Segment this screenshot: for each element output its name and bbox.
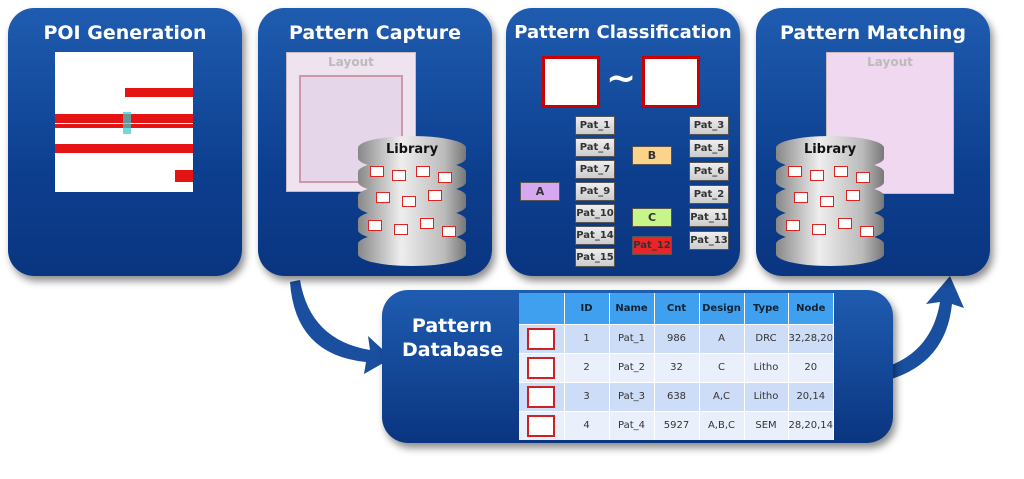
pattern-classification-panel: Pattern Classification ~ A Pat_1 Pat_4 P…: [506, 8, 740, 276]
poi-generation-panel: POI Generation: [8, 8, 242, 276]
pattern-item: Pat_4: [575, 138, 615, 157]
pattern-matching-panel: Pattern Matching Layout Library: [756, 8, 990, 276]
cell: 32: [654, 352, 700, 382]
col-node: Node: [788, 293, 835, 324]
cell: Litho: [744, 352, 789, 382]
pattern-image-a: [542, 56, 600, 108]
pattern-item: Pat_2: [689, 185, 729, 204]
pattern-item: Pat_1: [575, 116, 615, 135]
cell: DRC: [744, 323, 789, 353]
cell: Pat_4: [609, 410, 655, 440]
pattern-capture-panel: Pattern Capture Layout Library: [258, 8, 492, 276]
col-thumb: [519, 293, 565, 324]
cell: A,B,C: [699, 410, 745, 440]
cell: 986: [654, 323, 700, 353]
library-database-icon: Library: [358, 136, 466, 266]
pattern-item: Pat_5: [689, 139, 729, 158]
pattern-item: Pat_15: [575, 248, 615, 267]
col-design: Design: [699, 293, 745, 324]
flow-arrow-to-database: [290, 280, 392, 374]
panel-title: Pattern Matching: [779, 22, 967, 44]
cell: 28,20,14: [788, 410, 835, 440]
pattern-item: Pat_3: [689, 116, 729, 135]
database-title: Pattern Database: [402, 314, 504, 362]
pattern-item: Pat_7: [575, 160, 615, 179]
pattern-item: Pat_6: [689, 162, 729, 181]
cell: 638: [654, 381, 700, 411]
cell: 3: [564, 381, 610, 411]
pattern-database-panel: Pattern Database ID Name Cnt Design Type…: [382, 290, 893, 443]
col-cnt: Cnt: [654, 293, 700, 324]
cell: Pat_2: [609, 352, 655, 382]
group-b: B: [632, 146, 672, 165]
title-line: Database: [402, 339, 504, 361]
pattern-item: Pat_14: [575, 226, 615, 245]
pattern-item: Pat_13: [689, 231, 729, 250]
cell: 5927: [654, 410, 700, 440]
pattern-thumbnail: [527, 385, 556, 408]
cell: 4: [564, 410, 610, 440]
cell: SEM: [744, 410, 789, 440]
cell: 20,14: [788, 381, 835, 411]
pattern-thumbnail: [527, 414, 556, 437]
panel-title: Pattern Capture: [288, 22, 462, 44]
pattern-item: Pat_10: [575, 204, 615, 223]
cell: Pat_3: [609, 381, 655, 411]
pattern-thumbnail: [527, 356, 556, 379]
library-label: Library: [803, 142, 857, 157]
panel-title: Pattern Classification: [514, 22, 732, 43]
outlier-pattern: Pat_12: [632, 236, 672, 255]
layout-label: Layout: [328, 55, 374, 69]
cell: 32,28,20: [788, 323, 835, 353]
table-header: ID Name Cnt Design Type Node: [519, 293, 835, 324]
pattern-item: Pat_9: [575, 182, 615, 201]
similarity-symbol: ~: [606, 58, 637, 99]
group-c: C: [632, 208, 672, 227]
cell: A: [699, 323, 745, 353]
cell: C: [699, 352, 745, 382]
cell: 2: [564, 352, 610, 382]
cell: 20: [788, 352, 835, 382]
group-a: A: [520, 182, 560, 201]
panel-title: POI Generation: [43, 22, 207, 44]
cell: Litho: [744, 381, 789, 411]
pattern-item: Pat_11: [689, 208, 729, 227]
col-id: ID: [564, 293, 610, 324]
library-label: Library: [385, 142, 439, 157]
cell: A,C: [699, 381, 745, 411]
pattern-image-b: [642, 56, 700, 108]
library-database-icon: Library: [776, 136, 884, 266]
cell: 1: [564, 323, 610, 353]
col-name: Name: [609, 293, 655, 324]
title-line: Pattern: [411, 315, 493, 337]
poi-layout-image: [55, 52, 193, 192]
col-type: Type: [744, 293, 789, 324]
cell: Pat_1: [609, 323, 655, 353]
pattern-thumbnail: [527, 327, 556, 350]
layout-label: Layout: [867, 55, 913, 69]
